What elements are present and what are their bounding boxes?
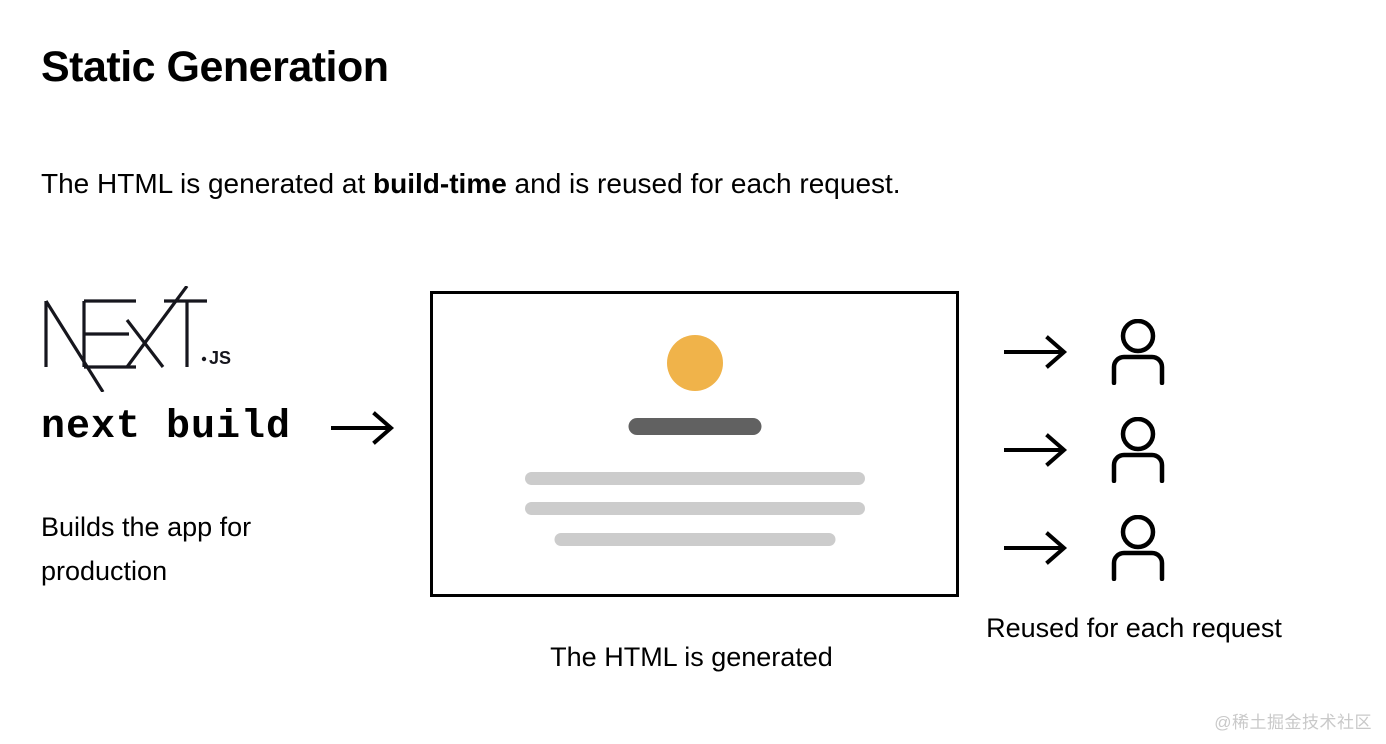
arrow-right-icon bbox=[331, 410, 395, 445]
build-command-row: next build bbox=[41, 405, 397, 450]
mockup-title-placeholder bbox=[628, 418, 761, 435]
build-command-text: next build bbox=[41, 405, 292, 450]
subtitle-text-before: The HTML is generated at bbox=[41, 168, 374, 199]
arrow-right-icon bbox=[1004, 433, 1068, 467]
mockup-image-placeholder bbox=[666, 335, 723, 391]
arrow-right-icon bbox=[1004, 335, 1068, 369]
subtitle: The HTML is generated at build-time and … bbox=[41, 167, 901, 201]
user-icon bbox=[1111, 515, 1165, 581]
request-row bbox=[1002, 303, 1168, 401]
page-title: Static Generation bbox=[41, 43, 389, 91]
center-caption: The HTML is generated bbox=[550, 642, 833, 672]
mockup-text-line bbox=[554, 533, 835, 546]
nextjs-logo-suffix: JS bbox=[209, 348, 231, 368]
nextjs-logo: JS bbox=[44, 286, 231, 392]
left-column: JS bbox=[41, 286, 421, 392]
subtitle-emphasis: build-time bbox=[373, 168, 507, 199]
request-row bbox=[1002, 499, 1168, 597]
watermark: @稀土掘金技术社区 bbox=[1214, 713, 1372, 732]
request-rows bbox=[1002, 303, 1168, 597]
user-icon bbox=[1111, 417, 1165, 483]
request-row bbox=[1002, 401, 1168, 499]
arrow-right-icon bbox=[1004, 531, 1068, 565]
subtitle-text-after: and is reused for each request. bbox=[506, 168, 901, 199]
user-icon bbox=[1111, 319, 1165, 385]
right-caption: Reused for each request bbox=[986, 613, 1282, 643]
mockup-text-line bbox=[524, 502, 865, 515]
mockup-text-line bbox=[524, 472, 865, 485]
left-caption: Builds the app for production bbox=[41, 512, 252, 586]
page-mockup bbox=[430, 291, 959, 597]
